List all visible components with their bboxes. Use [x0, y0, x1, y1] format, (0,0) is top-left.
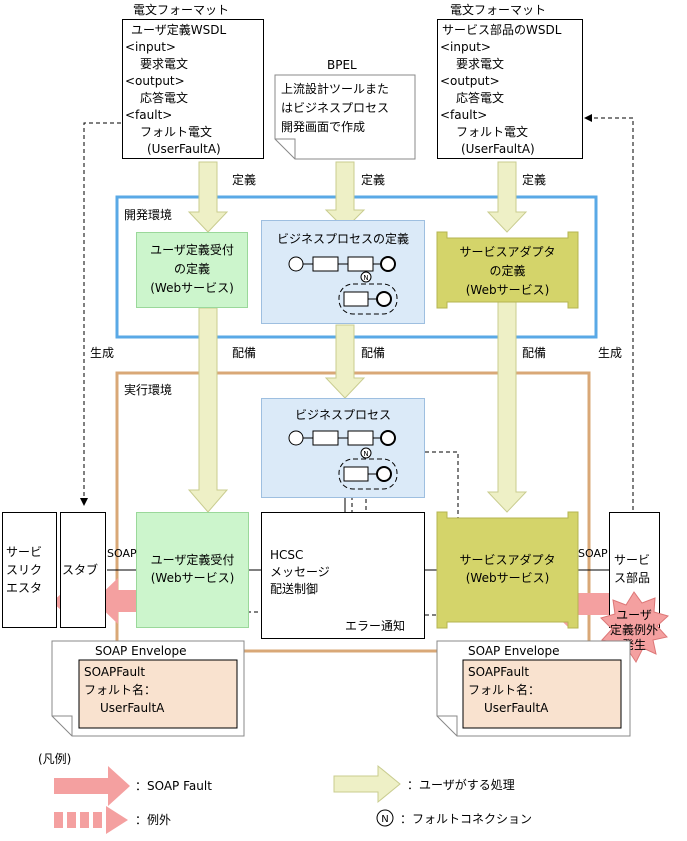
define-label-left: 定義 [232, 173, 257, 187]
stub-label: スタブ [62, 563, 99, 577]
generate-arrow-right [584, 114, 634, 510]
wsdl-right-line: 応答電文 [456, 91, 505, 105]
deploy-arrow-right [486, 292, 528, 513]
hcsc-line: HCSC [270, 548, 304, 562]
burst-line: 発生 [621, 638, 646, 652]
wsdl-left-line: <output> [125, 74, 185, 88]
adapter-def-line: サービスアダプタ [459, 245, 556, 259]
generate-label-right: 生成 [598, 346, 623, 360]
adapter-def-line: の定義 [489, 264, 526, 278]
legend-soap-fault-label: ：SOAP Fault [135, 779, 212, 793]
service-requester-box [2, 512, 57, 628]
wsdl-right-line: <fault> [440, 108, 488, 122]
wsdl-left-line: 応答電文 [140, 91, 189, 105]
wsdl-right-line: サービス部品のWSDL [442, 23, 562, 37]
dev-env-frame [115, 195, 598, 339]
deploy-label-right: 配備 [522, 346, 547, 360]
bp-def-title: ビジネスプロセスの定義 [276, 232, 409, 246]
legend-title: (凡例) [38, 752, 72, 766]
define-label-right: 定義 [522, 173, 547, 187]
generate-label-left: 生成 [90, 346, 115, 360]
hcsc-line: 配送制御 [270, 582, 319, 596]
requester-line: サービ [6, 545, 43, 559]
user-recv-line: (Webサービス) [150, 571, 235, 585]
envelope-right-line: SOAPFault [468, 665, 530, 679]
wsdl-right-line: <input> [440, 40, 491, 54]
wsdl-right-heading: 電文フォーマット [450, 3, 547, 17]
user-def-line: (Webサービス) [150, 281, 234, 295]
error-notice-label: エラー通知 [345, 619, 406, 633]
define-arrow-center [324, 161, 366, 230]
bpel-line: 上流設計ツールまた [281, 82, 390, 96]
wsdl-right-line: 要求電文 [456, 57, 505, 71]
define-arrow-right [486, 161, 528, 233]
bpel-label: BPEL [327, 58, 357, 72]
define-arrow-left [187, 161, 229, 233]
requester-line: エスタ [6, 581, 43, 595]
user-def-line: ユーザ定義受付 [150, 243, 234, 257]
wsdl-right-line: フォルト電文 [456, 125, 529, 139]
service-part-line: サービ [614, 553, 651, 567]
wsdl-left-heading: 電文フォーマット [133, 3, 230, 17]
deploy-label-center: 配備 [361, 346, 386, 360]
user-def-line: の定義 [173, 262, 210, 276]
wsdl-right-line: (UserFaultA) [461, 142, 535, 156]
deploy-arrow-center [324, 324, 366, 399]
exec-env-label: 実行環境 [124, 383, 173, 397]
stub-box [60, 512, 106, 628]
service-part-line: ス部品 [614, 571, 651, 585]
user-recv-box [136, 512, 249, 628]
envelope-right-title: SOAP Envelope [468, 644, 560, 658]
legend-exception-label: ：例外 [135, 813, 172, 827]
envelope-left-title: SOAP Envelope [95, 644, 187, 658]
envelope-left-line: SOAPFault [84, 665, 146, 679]
envelope-right-line: UserFaultA [484, 701, 549, 715]
user-def-box [136, 232, 248, 308]
envelope-left-line: フォルト名： [84, 683, 157, 697]
envelope-right-line: フォルト名： [468, 683, 541, 697]
deploy-arrow-left [187, 307, 229, 513]
generate-arrow-left [80, 122, 135, 506]
wsdl-left-line: <input> [125, 40, 176, 54]
wsdl-left-line: ユーザ定義WSDL [131, 23, 227, 37]
hcsc-line: メッセージ [270, 565, 330, 579]
bpel-line: 開発画面で作成 [281, 120, 366, 134]
wsdl-left-line: フォルト電文 [140, 125, 213, 139]
requester-line: スリク [6, 563, 43, 577]
wsdl-right-line: <output> [440, 74, 500, 88]
user-action-arrows [187, 161, 528, 513]
legend-user-action-label: ：ユーザがする処理 [407, 778, 515, 792]
soap-label-left: SOAP [107, 547, 137, 560]
envelope-left-line: UserFaultA [100, 701, 165, 715]
user-recv-line: ユーザ定義受付 [150, 553, 235, 567]
adapter-exec-line: サービスアダプタ [459, 553, 556, 567]
legend-fault-connection-label: ：フォルトコネクション [400, 812, 533, 826]
wsdl-right-box [437, 19, 583, 159]
define-label-center: 定義 [361, 173, 386, 187]
wsdl-left-line: 要求電文 [140, 57, 189, 71]
bpel-line: はビジネスプロセス [281, 101, 390, 115]
wsdl-left-box [122, 19, 264, 159]
dev-env-label: 開発環境 [124, 208, 173, 222]
adapter-exec-line: (Webサービス) [465, 571, 550, 585]
deploy-label-left: 配備 [232, 346, 257, 360]
hcsc-box [261, 512, 425, 639]
adapter-def-line: (Webサービス) [465, 283, 550, 297]
wsdl-left-line: <fault> [125, 108, 173, 122]
burst-line: ユーザ [616, 608, 652, 622]
burst-line: 定義例外 [609, 623, 658, 637]
wsdl-left-line: (UserFaultA) [147, 142, 221, 156]
bp-exec-title: ビジネスプロセス [294, 408, 391, 422]
soap-label-right: SOAP [578, 547, 608, 560]
